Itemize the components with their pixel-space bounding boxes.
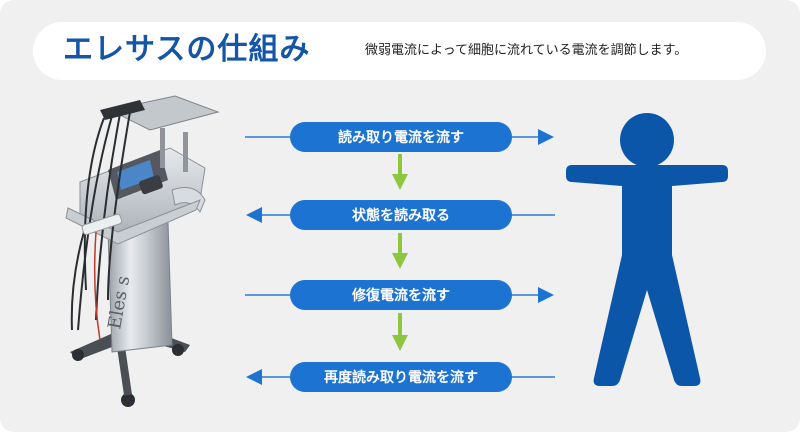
page-subtitle: 微弱電流によって細胞に流れている電流を調節します。: [365, 43, 688, 58]
page-title: エレサスの仕組み: [63, 32, 311, 67]
header-banner: エレサスの仕組み 微弱電流によって細胞に流れている電流を調節します。: [33, 22, 766, 80]
step-connectors: [392, 154, 408, 351]
wheel-icon: [121, 393, 135, 407]
step-3-label: 修復電流を流す: [290, 280, 512, 310]
human-figure-icon: [566, 113, 728, 386]
device-screen: [117, 160, 154, 190]
arrow-down-icon: [392, 174, 408, 190]
wheel-icon: [172, 344, 184, 356]
arrow-down-icon: [392, 335, 408, 351]
arrow-left-icon: [246, 369, 262, 385]
arrow-left-icon: [246, 207, 262, 223]
step-2-label: 状態を読み取る: [290, 200, 512, 230]
arrow-down-icon: [392, 253, 408, 269]
device-image: Eles s: [65, 95, 220, 407]
step-1-label: 読み取り電流を流す: [290, 122, 512, 152]
arrow-right-icon: [538, 287, 554, 303]
arrow-right-icon: [538, 129, 554, 145]
step-4-label: 再度読み取り電流を流す: [290, 362, 512, 392]
wheel-icon: [72, 349, 84, 361]
